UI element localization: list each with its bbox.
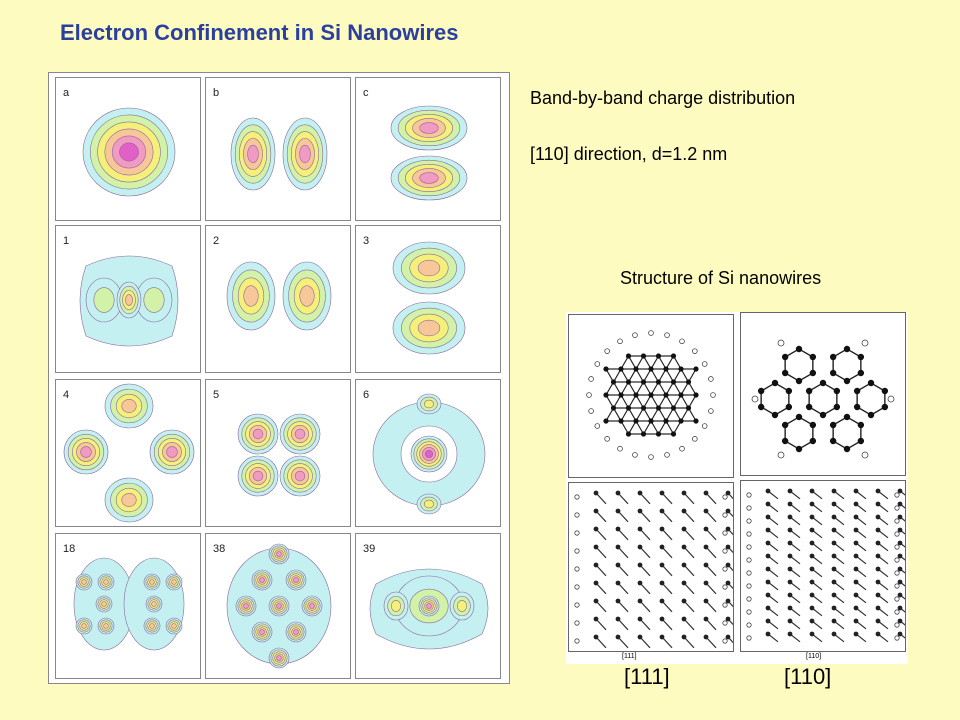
side-view-110 bbox=[740, 480, 911, 652]
panel-18: 18 bbox=[55, 533, 201, 679]
panel-2: 2 bbox=[205, 225, 351, 373]
contour-plot-c bbox=[390, 105, 468, 201]
slide-title: Electron Confinement in Si Nanowires bbox=[60, 20, 459, 45]
contour-plot-5 bbox=[237, 413, 321, 497]
contour-plot-18 bbox=[73, 557, 185, 651]
panel-a: a bbox=[55, 77, 201, 221]
small-label-110: [110] bbox=[806, 653, 822, 660]
panel-label-38: 38 bbox=[213, 543, 226, 555]
panel-38: 38 bbox=[205, 533, 351, 679]
panel-label-39: 39 bbox=[363, 543, 376, 555]
structure-title: Structure of Si nanowires bbox=[620, 268, 822, 288]
panel-label-c: c bbox=[363, 87, 369, 99]
cross-section-110 bbox=[740, 312, 906, 476]
small-label-111: [111] bbox=[622, 653, 637, 660]
contour-plot-38 bbox=[226, 543, 332, 669]
subtitle-charge-distribution: Band-by-band charge distribution bbox=[530, 88, 796, 108]
subtitle-direction: [110] direction, d=1.2 nm bbox=[530, 144, 728, 164]
panel-39: 39 bbox=[355, 533, 501, 679]
cross-section-110-drawing bbox=[751, 339, 895, 459]
contour-plot-1 bbox=[79, 255, 179, 347]
panel-b: b bbox=[205, 77, 351, 221]
nanowire-structure-figure: [111] [110] bbox=[566, 312, 911, 664]
contour-plot-2 bbox=[226, 261, 332, 331]
panel-6: 6 bbox=[355, 379, 501, 527]
panel-label-5: 5 bbox=[213, 389, 220, 401]
cross-section-111-drawing bbox=[586, 330, 716, 460]
direction-label-110: [110] bbox=[784, 664, 832, 689]
side-view-111-drawing bbox=[574, 490, 739, 649]
contour-plot-6 bbox=[372, 393, 486, 515]
panel-label-2: 2 bbox=[213, 235, 220, 247]
contour-plot-b bbox=[230, 117, 328, 191]
panel-label-b: b bbox=[213, 87, 220, 99]
contour-plot-4 bbox=[63, 383, 195, 523]
contour-plot-3 bbox=[392, 241, 466, 355]
panel-label-4: 4 bbox=[63, 389, 70, 401]
panel-3: 3 bbox=[355, 225, 501, 373]
contour-plot-a bbox=[82, 107, 176, 197]
panel-1: 1 bbox=[55, 225, 201, 373]
cross-section-111 bbox=[568, 314, 734, 478]
panel-c: c bbox=[355, 77, 501, 221]
panel-label-18: 18 bbox=[63, 543, 76, 555]
panel-label-a: a bbox=[63, 87, 70, 99]
panel-4: 4 bbox=[55, 379, 201, 527]
side-view-110-drawing bbox=[746, 488, 911, 643]
contour-plot-39 bbox=[369, 568, 489, 650]
side-view-111 bbox=[568, 482, 739, 652]
direction-label-111: [111] bbox=[624, 664, 670, 689]
panel-label-6: 6 bbox=[363, 389, 370, 401]
panel-label-1: 1 bbox=[63, 235, 70, 247]
panel-5: 5 bbox=[205, 379, 351, 527]
panel-label-3: 3 bbox=[363, 235, 370, 247]
charge-distribution-grid: a b c 1 2 3 4 5 6 18 38 39 bbox=[48, 72, 510, 684]
